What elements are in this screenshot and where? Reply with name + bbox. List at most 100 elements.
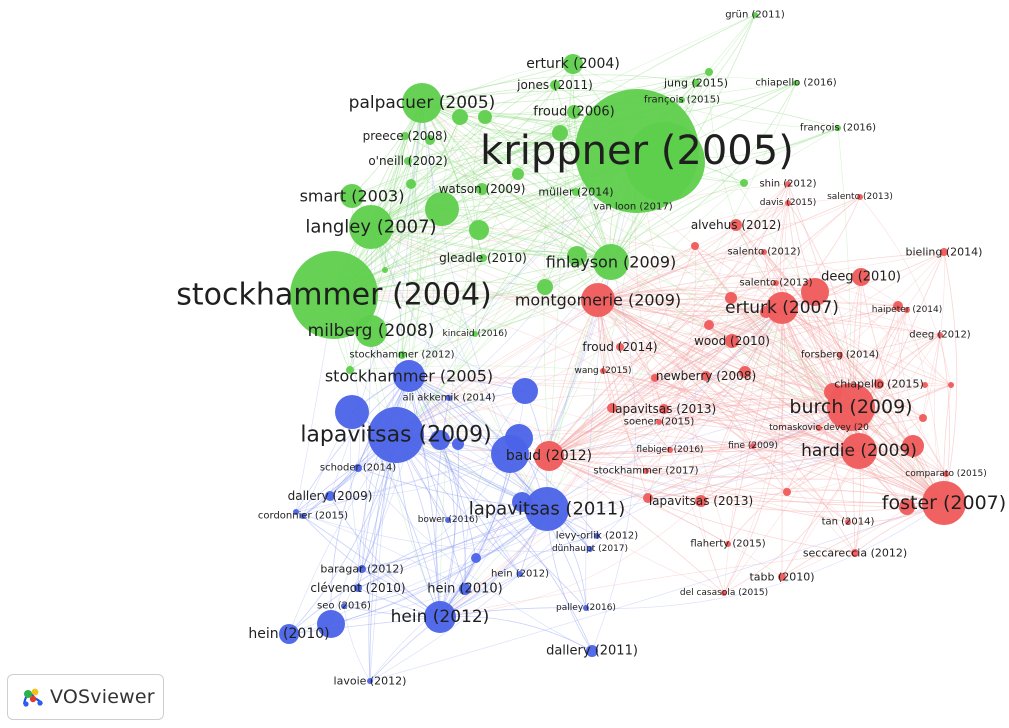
node-tan2014[interactable] — [845, 519, 851, 525]
node-lapavitsas2013a[interactable] — [659, 404, 669, 414]
node-hardie2009[interactable] — [841, 433, 877, 469]
node-francois2016[interactable] — [835, 125, 841, 131]
unlabeled-node-41[interactable] — [293, 509, 299, 515]
unlabeled-node-19[interactable] — [725, 292, 737, 304]
node-label-levyorlik2012[interactable]: levy-orlik (2012) — [556, 531, 638, 542]
node-label-stockhammer2017[interactable]: stockhammer (2017) — [593, 466, 698, 477]
node-stockhammer2012[interactable] — [398, 351, 406, 359]
node-label-haipeter2014[interactable]: haipeter (2014) — [872, 305, 943, 315]
node-froud2006[interactable] — [567, 105, 581, 119]
node-label-salento2013a[interactable]: salento (2013) — [827, 192, 893, 202]
node-milberg2008[interactable] — [355, 315, 387, 347]
node-stockhammer2017[interactable] — [643, 468, 649, 474]
node-label-stockhammer2012[interactable]: stockhammer (2012) — [349, 350, 454, 361]
node-shin2012[interactable] — [785, 181, 791, 187]
node-francois2015[interactable] — [679, 97, 685, 103]
node-gleadle2010[interactable] — [479, 254, 487, 262]
node-clevenot2010[interactable] — [354, 584, 362, 592]
node-deeg2010[interactable] — [852, 268, 870, 286]
node-chiapello2015[interactable] — [874, 379, 884, 389]
unlabeled-node-32[interactable] — [335, 395, 369, 429]
node-foster2007[interactable] — [922, 481, 966, 525]
node-label-palpacuer2005[interactable]: palpacuer (2005) — [349, 93, 496, 113]
node-hein2012[interactable] — [424, 601, 456, 633]
node-label-montgomerie2009[interactable]: montgomerie (2009) — [515, 291, 681, 310]
node-label-aliakkemik2014[interactable]: ali akkemik (2014) — [402, 393, 495, 404]
node-label-shin2012[interactable]: shin (2012) — [759, 179, 816, 190]
node-label-lapavitsas2011[interactable]: lapavitsas (2011) — [469, 499, 626, 520]
unlabeled-node-8[interactable] — [552, 125, 568, 141]
node-label-foster2007[interactable]: foster (2007) — [882, 492, 1006, 514]
unlabeled-node-9[interactable] — [537, 279, 553, 295]
node-label-preece2008[interactable]: preece (2008) — [363, 129, 448, 143]
node-label-cordonnier2015[interactable]: cordonnier (2015) — [258, 511, 348, 522]
node-label-muller2014[interactable]: müller (2014) — [538, 186, 613, 199]
unlabeled-node-26[interactable] — [919, 414, 927, 422]
node-lapavitsas2013b[interactable] — [695, 495, 707, 507]
node-hein2010b[interactable] — [459, 583, 471, 595]
node-delcasasola2015[interactable] — [721, 590, 727, 596]
unlabeled-node-17[interactable] — [902, 435, 924, 457]
node-label-newberry2008[interactable]: newberry (2008) — [656, 369, 756, 383]
unlabeled-node-23[interactable] — [607, 403, 617, 413]
node-label-dunhaupt2017[interactable]: dünhaupt (2017) — [552, 544, 628, 554]
node-label-baragar2012[interactable]: baragar (2012) — [320, 563, 403, 576]
node-label-salento2012[interactable]: salento (2012) — [727, 247, 800, 258]
unlabeled-node-11[interactable] — [705, 68, 713, 76]
node-alvehus2012[interactable] — [730, 219, 742, 231]
node-label-erturk2004[interactable]: erturk (2004) — [526, 56, 620, 72]
node-label-lapavitsas2013a[interactable]: lapavitsas (2013) — [612, 402, 716, 416]
node-label-grun2011[interactable]: grün (2011) — [725, 10, 785, 21]
node-flaherty2015[interactable] — [725, 541, 731, 547]
node-preece2008[interactable] — [401, 132, 409, 140]
node-label-lapavitsas2013b[interactable]: lapavitsas (2013) — [649, 494, 753, 508]
unlabeled-node-28[interactable] — [922, 382, 928, 388]
node-label-francois2015[interactable]: françois (2015) — [644, 95, 720, 106]
unlabeled-node-27[interactable] — [893, 301, 903, 311]
node-label-soener2015[interactable]: soener (2015) — [624, 417, 695, 428]
node-label-schoder2014[interactable]: schoder (2014) — [320, 463, 396, 474]
node-label-seccareccia2012[interactable]: seccareccia (2012) — [803, 547, 907, 560]
node-label-erturk2007[interactable]: erturk (2007) — [725, 298, 839, 318]
node-label-dallery2009[interactable]: dallery (2009) — [288, 489, 373, 503]
node-label-deeg2010[interactable]: deeg (2010) — [821, 270, 901, 285]
node-label-seo2016[interactable]: seo (2016) — [317, 601, 371, 612]
node-label-lapavitsas2009[interactable]: lapavitsas (2009) — [300, 423, 491, 448]
unlabeled-node-12[interactable] — [740, 179, 748, 187]
node-stockhammer2004[interactable] — [290, 251, 378, 339]
node-tomaskovicdevey[interactable] — [816, 425, 822, 431]
node-aliakkemik2014[interactable] — [446, 395, 452, 401]
node-label-fine2009[interactable]: fine (2009) — [728, 441, 778, 451]
node-label-gleadle2010[interactable]: gleadle (2010) — [439, 251, 527, 265]
unlabeled-node-4[interactable] — [478, 110, 492, 124]
node-label-krippner2005[interactable]: krippner (2005) — [480, 128, 794, 174]
node-levyorlik2012[interactable] — [594, 533, 600, 539]
node-froud2014[interactable] — [616, 343, 624, 351]
node-seo2016[interactable] — [341, 603, 347, 609]
node-label-stockhammer2004[interactable]: stockhammer (2004) — [176, 278, 492, 313]
unlabeled-node-18[interactable] — [899, 499, 915, 515]
node-kincaid2016[interactable] — [472, 331, 478, 337]
node-label-tomaskovicdevey[interactable]: tomaskovic-devey (20 — [769, 423, 869, 433]
node-jung2015[interactable] — [692, 79, 700, 87]
node-erturk2004[interactable] — [563, 54, 583, 74]
node-tabb2010[interactable] — [778, 573, 786, 581]
node-label-clevenot2010[interactable]: clévenot (2010) — [310, 581, 405, 595]
node-label-chiapello2016[interactable]: chiapello (2016) — [755, 78, 836, 89]
node-fine2009[interactable] — [750, 443, 756, 449]
node-label-flebiger2016[interactable]: flebiger (2016) — [636, 445, 703, 455]
node-label-hein2012b[interactable]: hein (2012) — [491, 569, 549, 580]
unlabeled-node-1[interactable] — [425, 192, 459, 226]
node-label-milberg2008[interactable]: milberg (2008) — [308, 321, 435, 341]
node-seccareccia2012[interactable] — [851, 549, 859, 557]
node-label-jung2015[interactable]: jung (2015) — [663, 77, 728, 90]
node-label-langley2007[interactable]: langley (2007) — [305, 217, 436, 238]
unlabeled-node-37[interactable] — [430, 430, 450, 450]
node-label-froud2006[interactable]: froud (2006) — [533, 105, 614, 120]
unlabeled-node-34[interactable] — [505, 424, 533, 452]
unlabeled-node-22[interactable] — [704, 320, 714, 330]
unlabeled-node-13[interactable] — [382, 267, 388, 273]
node-dallery2011[interactable] — [586, 645, 598, 657]
unlabeled-node-36[interactable] — [512, 378, 538, 404]
node-label-wang2015[interactable]: wang (2015) — [574, 366, 631, 376]
